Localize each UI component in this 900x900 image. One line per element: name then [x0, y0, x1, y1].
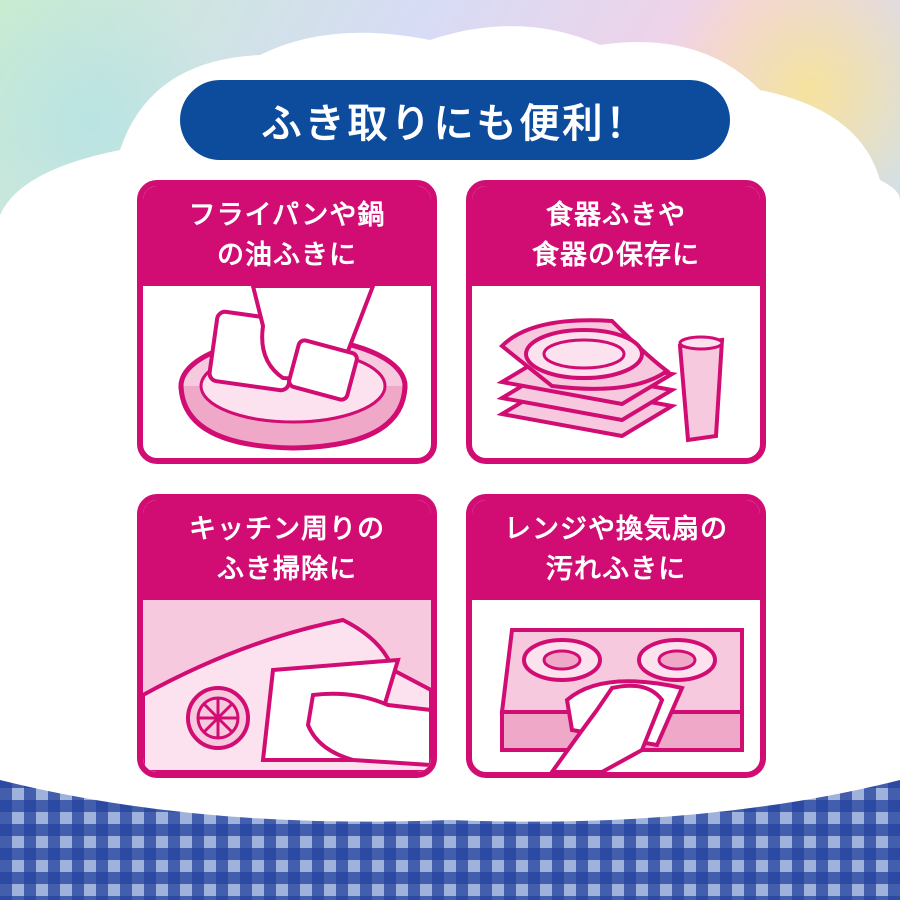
frying-pan-wipe-icon [178, 286, 408, 451]
usage-card-dishes: 食器ふきや 食器の保存に [466, 180, 766, 464]
card-heading-line-2: の油ふきに [217, 240, 357, 271]
card-heading-line-2: ふき掃除に [217, 554, 357, 585]
usage-card-stove: レンジや換気扇の 汚れふきに [466, 494, 766, 778]
card-heading: 食器ふきや 食器の保存に [472, 186, 760, 286]
title-banner: ふき取りにも便利！ [180, 80, 730, 160]
card-heading-line-2: 食器の保存に [532, 240, 700, 271]
usage-card-frying-pan: フライパンや鍋 の油ふきに [137, 180, 437, 464]
card-heading: フライパンや鍋 の油ふきに [143, 186, 431, 286]
stacked-plates-glass-icon [496, 318, 725, 443]
card-heading-line-1: キッチン周りの [189, 514, 385, 545]
card-heading: キッチン周りの ふき掃除に [143, 500, 431, 600]
card-heading: レンジや換気扇の 汚れふきに [472, 500, 760, 600]
title-text: ふき取りにも便利！ [261, 101, 649, 147]
card-heading-line-1: レンジや換気扇の [504, 514, 728, 545]
card-heading-line-2: 汚れふきに [545, 554, 687, 585]
card-heading-line-1: 食器ふきや [546, 200, 686, 231]
stove-wipe-icon [499, 628, 744, 772]
card-heading-line-1: フライパンや鍋 [188, 200, 386, 231]
usage-card-kitchen-cleaning: キッチン周りの ふき掃除に [137, 494, 437, 778]
sink-wipe-icon [143, 600, 431, 772]
